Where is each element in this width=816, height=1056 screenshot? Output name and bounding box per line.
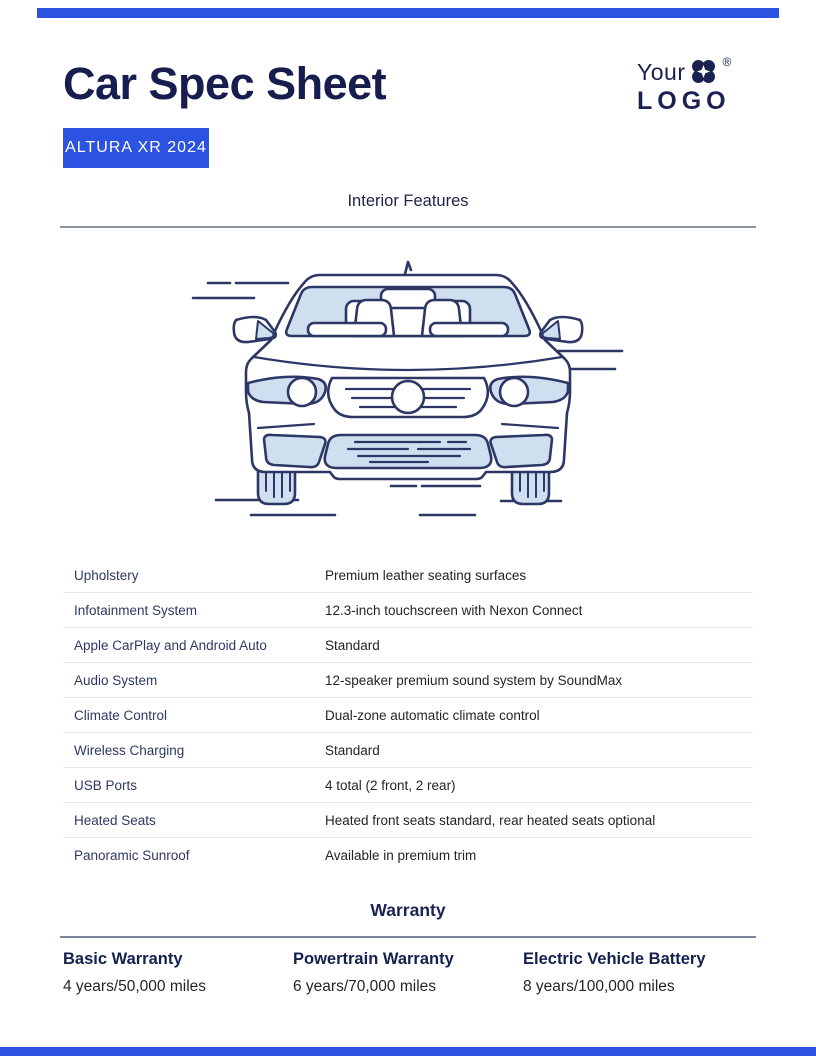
warranty-item-name: Powertrain Warranty [293,950,454,968]
warranty-section-title: Warranty [370,900,446,920]
spec-label: Infotainment System [74,602,198,618]
warranty-grid: Basic Warranty 4 years/50,000 miles Powe… [63,950,753,996]
warranty-item-name: Basic Warranty [63,950,183,968]
page-title: Car Spec Sheet [63,58,387,109]
spec-label: Heated Seats [74,812,156,828]
spec-row: Upholstery Premium leather seating surfa… [63,558,753,593]
spec-label: Panoramic Sunroof [74,847,190,863]
spec-label: Wireless Charging [74,742,185,758]
spec-value: Heated front seats standard, rear heated… [325,812,656,828]
spec-label: Climate Control [74,707,168,723]
spec-label: Apple CarPlay and Android Auto [74,637,267,653]
model-badge: ALTURA XR 2024 [63,128,209,168]
spec-value: Premium leather seating surfaces [325,567,527,583]
logo-word-logo: LOGO [637,87,731,115]
warranty-item-value: 4 years/50,000 miles [63,978,207,995]
spec-row: Audio System 12-speaker premium sound sy… [63,663,753,698]
clover-flower-icon [692,60,716,83]
spec-label: Upholstery [74,567,139,583]
warranty-item: Electric Vehicle Battery 8 years/100,000… [523,950,753,996]
warranty-item-value: 6 years/70,000 miles [293,978,437,995]
interior-section-title: Interior Features [347,192,469,210]
company-logo: Your ® LOGO [637,55,762,115]
car-illustration [178,243,638,523]
logo-word-your: Your [637,59,686,85]
spec-row: Wireless Charging Standard [63,733,753,768]
top-accent-bar [37,8,779,18]
interior-spec-table: Upholstery Premium leather seating surfa… [63,558,753,872]
spec-value: 12-speaker premium sound system by Sound… [325,672,623,688]
spec-value: Standard [325,742,380,758]
spec-value: 4 total (2 front, 2 rear) [325,777,456,793]
section-divider [60,226,756,228]
bottom-accent-bar [0,1047,816,1056]
spec-row: Climate Control Dual-zone automatic clim… [63,698,753,733]
warranty-item: Basic Warranty 4 years/50,000 miles [63,950,293,996]
warranty-item: Powertrain Warranty 6 years/70,000 miles [293,950,523,996]
spec-row: Panoramic Sunroof Available in premium t… [63,838,753,872]
warranty-divider [60,936,756,938]
spec-value: 12.3-inch touchscreen with Nexon Connect [325,602,583,618]
spec-row: Apple CarPlay and Android Auto Standard [63,628,753,663]
spec-value: Standard [325,637,380,653]
warranty-item-value: 8 years/100,000 miles [523,978,675,995]
spec-row: USB Ports 4 total (2 front, 2 rear) [63,768,753,803]
spec-value: Available in premium trim [325,847,477,863]
spec-row: Infotainment System 12.3-inch touchscree… [63,593,753,628]
spec-label: Audio System [74,672,158,688]
spec-row: Heated Seats Heated front seats standard… [63,803,753,838]
spec-label: USB Ports [74,777,138,793]
registered-mark: ® [722,55,732,69]
warranty-item-name: Electric Vehicle Battery [523,950,706,968]
spec-value: Dual-zone automatic climate control [325,707,540,723]
